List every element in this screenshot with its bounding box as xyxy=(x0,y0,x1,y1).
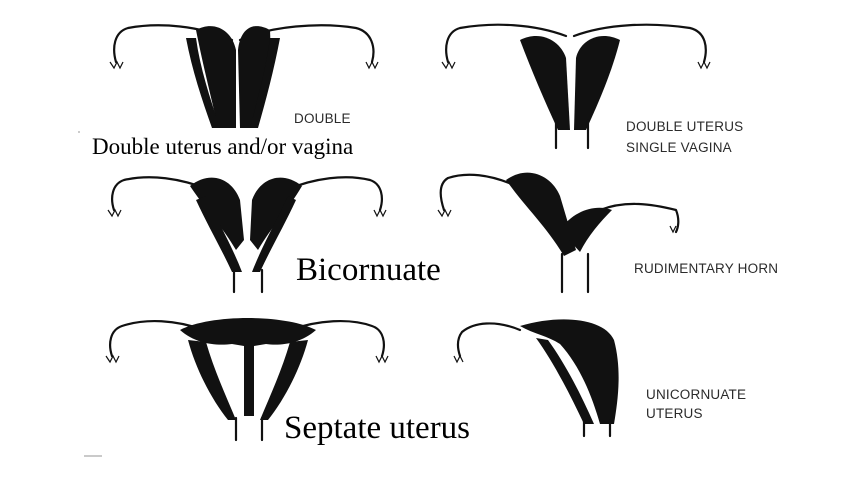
caption-double-uterus-vagina: Double uterus and/or vagina xyxy=(92,134,354,159)
label-uterus: UTERUS xyxy=(646,406,703,421)
caption-bicornuate: Bicornuate xyxy=(296,252,441,288)
label-double-uterus: DOUBLE UTERUS xyxy=(626,119,744,134)
figure-unicornuate xyxy=(453,319,619,438)
figure-bicornuate xyxy=(107,176,387,294)
label-rudimentary-horn: RUDIMENTARY HORN xyxy=(634,261,779,276)
label-double: DOUBLE xyxy=(294,111,351,126)
label-unicornuate: UNICORNUATE xyxy=(646,387,747,402)
figure-septate xyxy=(105,318,389,442)
label-single-vagina: SINGLE VAGINA xyxy=(626,140,732,155)
figure-double-uterus-single-vagina xyxy=(441,23,711,150)
figure-double xyxy=(109,24,379,129)
caption-septate: Septate uterus xyxy=(284,410,471,446)
figure-rudimentary-horn xyxy=(437,172,680,294)
